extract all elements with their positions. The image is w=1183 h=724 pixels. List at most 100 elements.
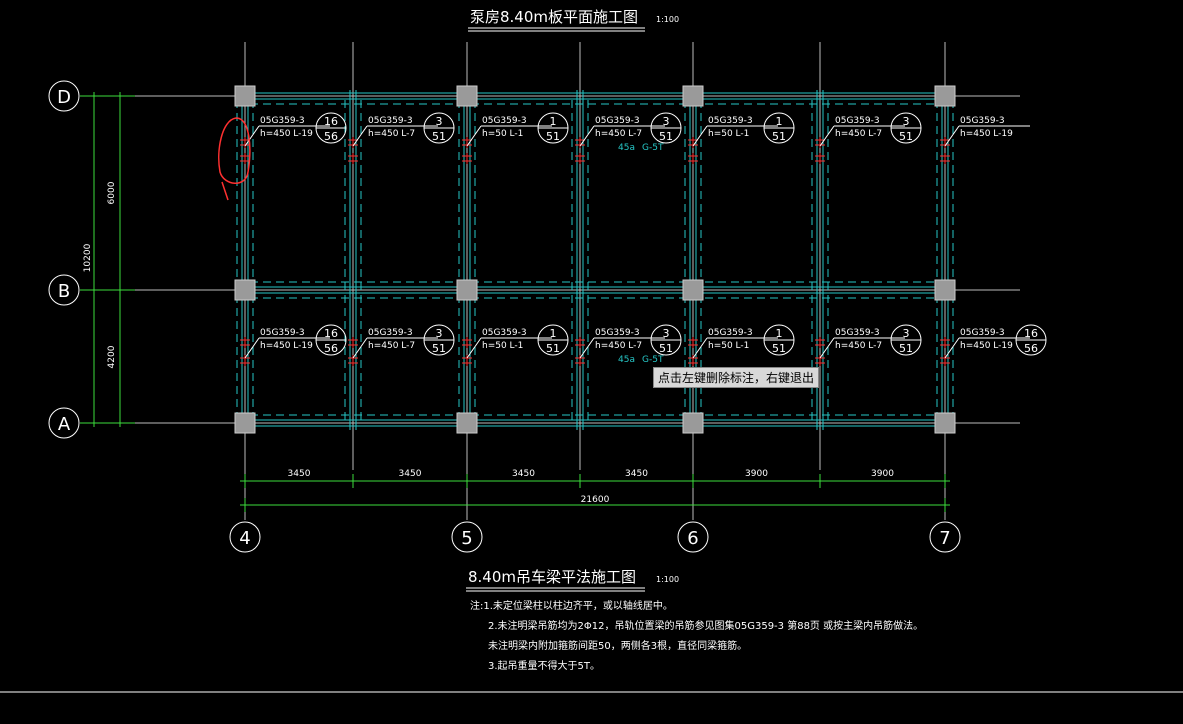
top-beam-label-code: 05G359-3 xyxy=(835,116,880,126)
bottom-beam-label-code: 05G359-3 xyxy=(260,328,305,338)
detail-circle-bottom: 51 xyxy=(772,342,786,355)
top-beam-label-leader xyxy=(819,125,835,147)
detail-circle-top: 3 xyxy=(903,115,910,128)
cyan-note: 45a xyxy=(618,143,635,153)
detail-circle-top: 3 xyxy=(903,327,910,340)
column-square xyxy=(934,279,956,301)
bottom-beam-label-leader xyxy=(466,337,482,359)
title-bottom: 8.40m吊车梁平法施工图 xyxy=(468,568,636,586)
axis-label-col: 6 xyxy=(687,528,698,549)
detail-circle-bottom: 51 xyxy=(899,130,913,143)
dim-text-horizontal: 3900 xyxy=(871,469,894,479)
bottom-beam-label-leader xyxy=(352,337,368,359)
axis-label-row: B xyxy=(58,281,70,302)
axis-bubble-row xyxy=(48,274,80,306)
note-line: 注:1.未定位梁柱以柱边齐平，或以轴线居中。 xyxy=(470,599,673,612)
column-square xyxy=(234,279,256,301)
bottom-beam-label-leader xyxy=(692,337,708,359)
detail-circle-top: 1 xyxy=(776,327,783,340)
axis-bubble-row xyxy=(48,80,80,112)
top-beam-label-height: h=450 L-19 xyxy=(260,129,313,139)
top-beam-label-height: h=450 L-7 xyxy=(368,129,415,139)
detail-circle-bottom: 51 xyxy=(772,130,786,143)
axis-bubble-col xyxy=(229,521,261,553)
column-square xyxy=(456,279,478,301)
bottom-beam-label-code: 05G359-3 xyxy=(708,328,753,338)
column-square xyxy=(682,85,704,107)
bottom-beam-label-height: h=450 L-7 xyxy=(835,341,882,351)
detail-circle-bottom: 51 xyxy=(659,342,673,355)
top-beam-label-code: 05G359-3 xyxy=(960,116,1005,126)
delete-annotation-tooltip: 点击左键删除标注，右键退出 xyxy=(653,367,820,388)
column-square xyxy=(682,279,704,301)
axis-bubble-col xyxy=(929,521,961,553)
dim-text-horizontal: 3900 xyxy=(745,469,768,479)
dim-text-horizontal: 3450 xyxy=(288,469,311,479)
column-square xyxy=(234,85,256,107)
dim-text-vertical: 4200 xyxy=(107,345,117,368)
column-square xyxy=(934,412,956,434)
detail-circle-top: 1 xyxy=(550,327,557,340)
dim-text-horizontal: 3450 xyxy=(512,469,535,479)
top-beam-label-code: 05G359-3 xyxy=(595,116,640,126)
top-beam-label-leader xyxy=(579,125,595,147)
top-beam-label-leader xyxy=(466,125,482,147)
bottom-beam-label-height: h=450 L-7 xyxy=(595,341,642,351)
detail-circle-bottom: 51 xyxy=(899,342,913,355)
detail-circle-top: 16 xyxy=(1024,327,1038,340)
detail-circle-top: 1 xyxy=(550,115,557,128)
detail-circle-bottom: 51 xyxy=(546,342,560,355)
title-top-scale: 1:100 xyxy=(656,15,679,24)
dim-text-horizontal: 3450 xyxy=(625,469,648,479)
title-top: 泵房8.40m板平面施工图 xyxy=(470,8,638,26)
detail-circle-bottom: 56 xyxy=(324,342,338,355)
bottom-beam-label-code: 05G359-3 xyxy=(482,328,527,338)
axis-bubble-col xyxy=(677,521,709,553)
cyan-note: G-5T xyxy=(642,355,664,365)
dim-text-vertical: 6000 xyxy=(107,181,117,204)
detail-circle-top: 3 xyxy=(436,327,443,340)
column-square xyxy=(934,85,956,107)
top-beam-label-leader xyxy=(944,125,960,147)
axis-bubble-col xyxy=(451,521,483,553)
detail-circle-bottom: 51 xyxy=(432,342,446,355)
top-beam-label-height: h=450 L-7 xyxy=(595,129,642,139)
detail-circle-top: 16 xyxy=(324,327,338,340)
detail-circle-top: 16 xyxy=(324,115,338,128)
note-line: 2.未注明梁吊筋均为2Φ12，吊轨位置梁的吊筋参见图集05G359-3 第88页… xyxy=(488,619,923,632)
dim-text-horizontal: 3450 xyxy=(399,469,422,479)
bottom-beam-label-leader xyxy=(819,337,835,359)
cyan-note: 45a xyxy=(618,355,635,365)
bottom-beam-label-code: 05G359-3 xyxy=(595,328,640,338)
detail-circle-bottom: 56 xyxy=(324,130,338,143)
detail-circle-top: 3 xyxy=(436,115,443,128)
bottom-beam-label-height: h=50 L-1 xyxy=(708,341,749,351)
column-square xyxy=(456,412,478,434)
top-beam-label-leader xyxy=(692,125,708,147)
detail-circle-bottom: 51 xyxy=(432,130,446,143)
note-line: 未注明梁内附加箍筋间距50，两侧各3根，直径同梁箍筋。 xyxy=(488,639,747,652)
red-markup-loop xyxy=(218,117,251,201)
axis-label-col: 4 xyxy=(239,528,250,549)
bottom-beam-label-code: 05G359-3 xyxy=(960,328,1005,338)
detail-circle-bottom: 51 xyxy=(659,130,673,143)
dim-text-vertical: 10200 xyxy=(83,243,93,272)
bottom-beam-label-leader xyxy=(244,337,260,359)
top-beam-label-height: h=50 L-1 xyxy=(482,129,523,139)
axis-label-col: 5 xyxy=(461,528,472,549)
bottom-beam-label-height: h=50 L-1 xyxy=(482,341,523,351)
top-beam-label-leader xyxy=(352,125,368,147)
top-beam-label-height: h=450 L-7 xyxy=(835,129,882,139)
detail-circle-top: 3 xyxy=(663,327,670,340)
title-bottom-scale: 1:100 xyxy=(656,575,679,584)
detail-circle-bottom: 56 xyxy=(1024,342,1038,355)
bottom-beam-label-code: 05G359-3 xyxy=(368,328,413,338)
detail-circle-top: 1 xyxy=(776,115,783,128)
cyan-note: G-5T xyxy=(642,143,664,153)
bottom-beam-label-height: h=450 L-19 xyxy=(260,341,313,351)
dim-text-total: 21600 xyxy=(581,495,610,505)
top-beam-label-height: h=50 L-1 xyxy=(708,129,749,139)
top-beam-label-code: 05G359-3 xyxy=(260,116,305,126)
top-beam-label-code: 05G359-3 xyxy=(708,116,753,126)
